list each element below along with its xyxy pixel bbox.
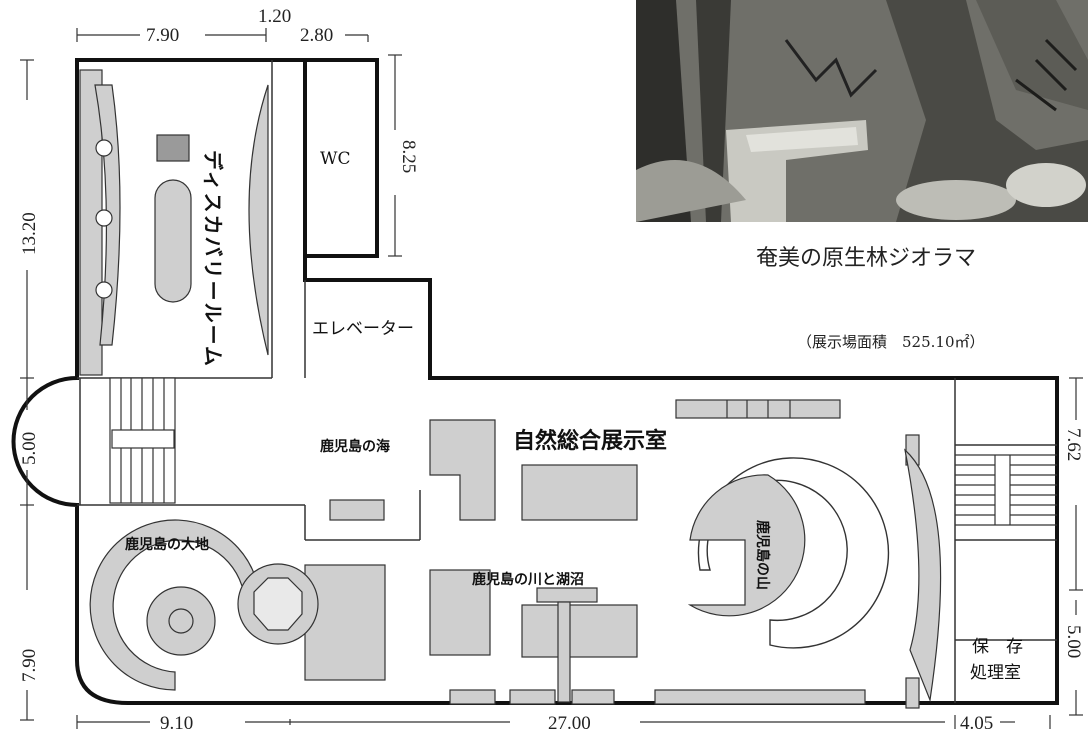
left-stairs xyxy=(109,377,176,504)
storage-room-label-line1: 保 存 xyxy=(972,637,1023,657)
dim-wc-height: 8.25 xyxy=(398,140,419,173)
storage-room-label-line2: 処理室 xyxy=(970,663,1021,683)
wc-label: WC xyxy=(320,149,350,169)
land-exhibit-label: 鹿児島の大地 xyxy=(124,536,209,553)
dim-top-left: 7.90 xyxy=(146,25,179,46)
discovery-room-fixtures xyxy=(79,69,269,376)
exhibit-cases xyxy=(304,399,942,709)
dim-right-top: 7.62 xyxy=(1063,428,1084,461)
discovery-room-label: ディスカバリールーム xyxy=(201,150,225,368)
dim-bottom-left: 9.10 xyxy=(160,713,193,734)
dim-bottom-mid: 27.00 xyxy=(548,713,591,734)
dim-top-mid: 1.20 xyxy=(258,6,291,27)
rivers-exhibit-label: 鹿児島の川と湖沼 xyxy=(471,571,584,588)
mountain-label: 鹿児島の山 xyxy=(754,519,771,590)
exhibit-area-note: （展示場面積 525.10㎡） xyxy=(797,333,985,351)
main-hall-label: 自然総合展示室 xyxy=(513,428,667,454)
amami-forest-diorama-photo xyxy=(636,0,1088,222)
elevator-label: エレベーター xyxy=(312,319,414,339)
land-exhibit xyxy=(89,519,319,691)
sea-exhibit-label: 鹿児島の海 xyxy=(319,438,390,455)
building-outline xyxy=(11,58,1059,705)
photo-caption: 奄美の原生林ジオラマ xyxy=(756,246,977,271)
dim-left-top: 13.20 xyxy=(19,212,40,255)
dim-right-bottom: 5.00 xyxy=(1063,625,1084,658)
mountain-exhibit xyxy=(687,457,890,649)
dim-bottom-right: 4.05 xyxy=(960,713,993,734)
dimension-lines xyxy=(20,28,1083,729)
dim-top-right: 2.80 xyxy=(300,25,333,46)
dim-left-bottom: 7.90 xyxy=(19,649,40,682)
right-stairs xyxy=(955,454,1057,526)
dim-left-mid: 5.00 xyxy=(19,432,40,465)
